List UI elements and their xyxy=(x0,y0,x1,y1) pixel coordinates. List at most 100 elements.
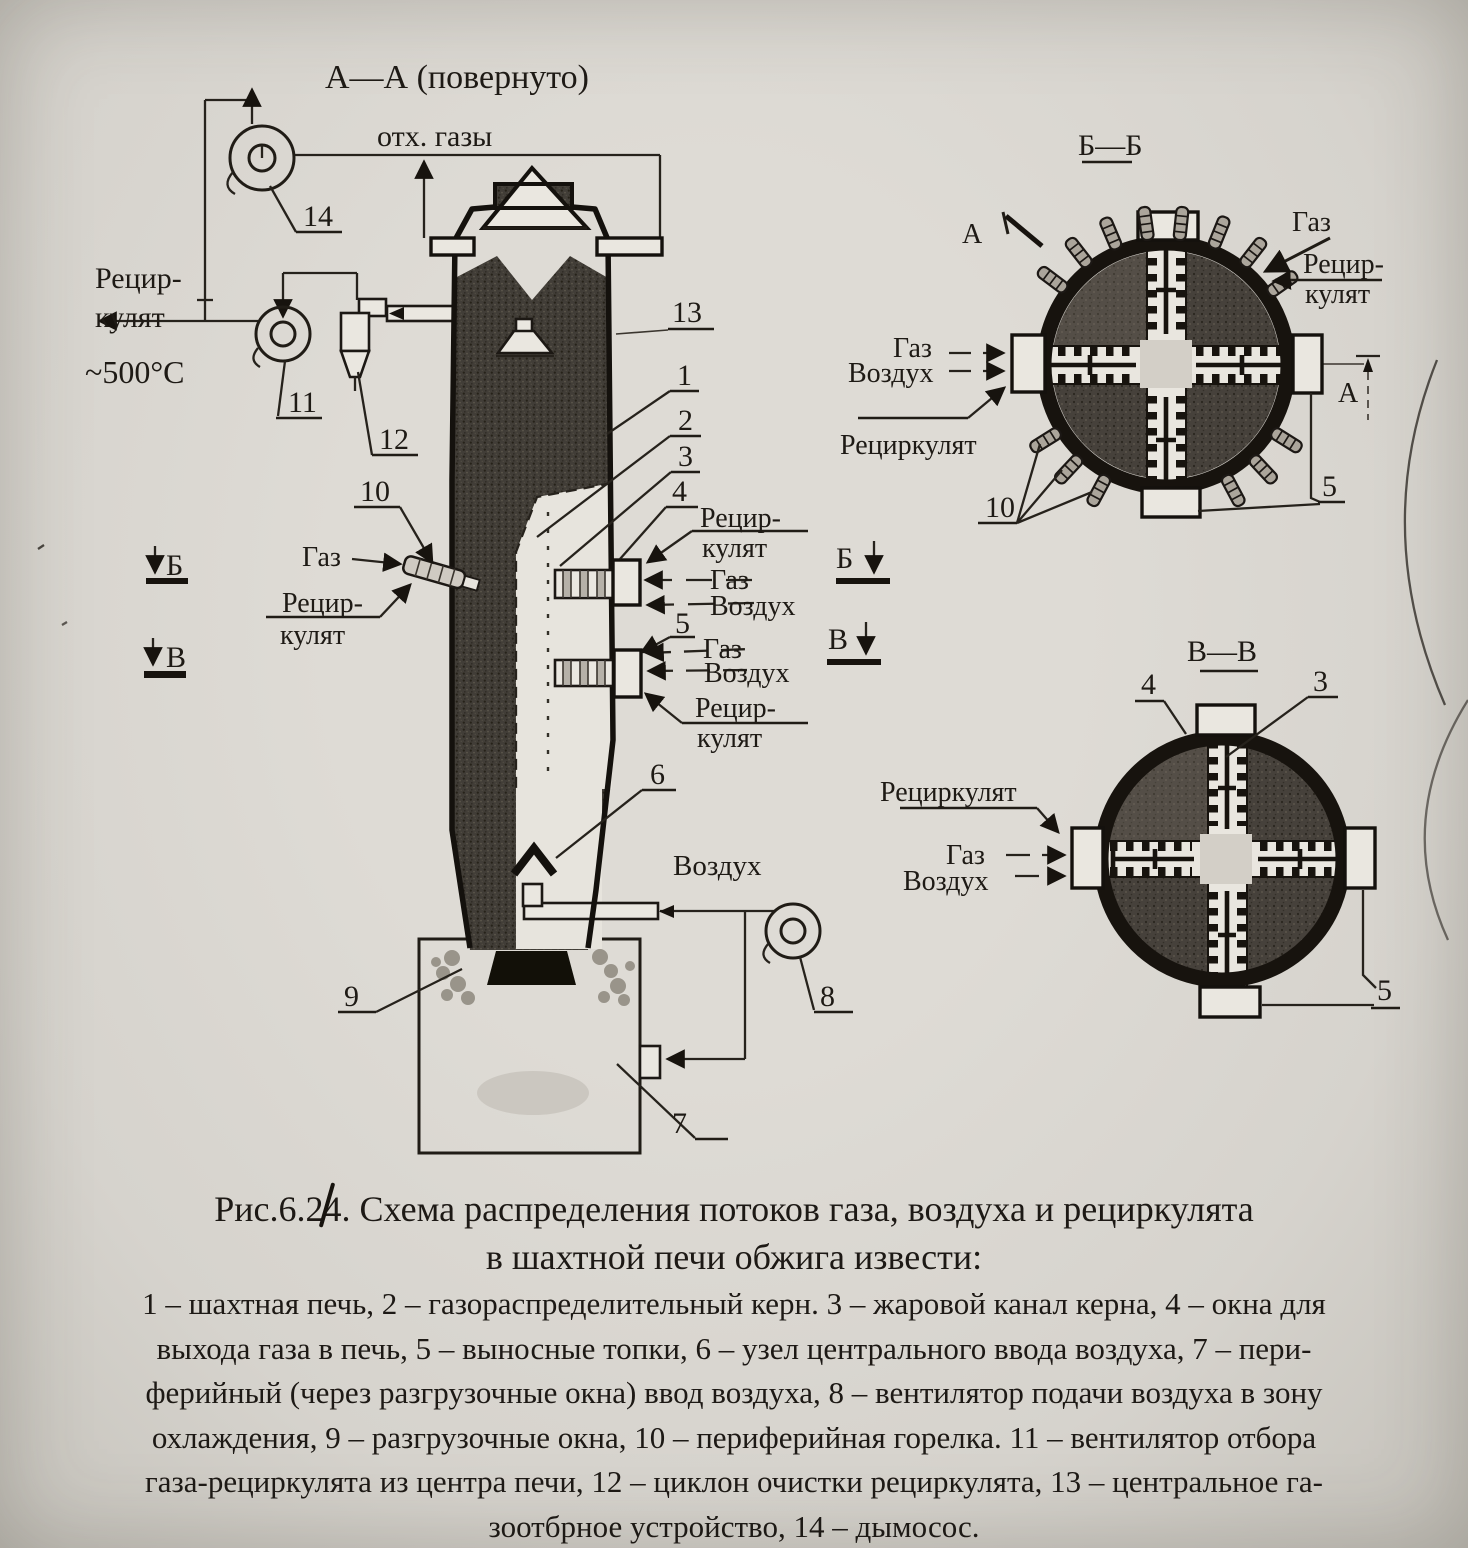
legend-line: газа-рециркулята из центра печи, 12 – ци… xyxy=(145,1464,1323,1499)
label-gas-vv: Газ xyxy=(946,840,985,871)
bin-material-smudge xyxy=(477,1071,589,1115)
callout-3-vv: 3 xyxy=(1313,665,1328,698)
label-recirculate-vv: Рециркулят xyxy=(880,777,1017,808)
callout-10: 10 xyxy=(360,475,390,508)
vv-firebox-left xyxy=(1070,826,1105,890)
figure-number-struck-digit: 4 xyxy=(323,1189,342,1229)
air-supply-lines xyxy=(638,909,776,1080)
kiln-throat xyxy=(493,182,574,210)
cyclone-12-icon xyxy=(339,297,388,391)
legend-line: охлаждения, 9 – разгрузочные окна, 10 – … xyxy=(151,1419,1317,1455)
label-air-bb-left: Воздух xyxy=(848,358,933,389)
figure-caption-line1: Рис.6.24. Схема распределения потоков га… xyxy=(0,1188,1468,1230)
figure-legend: 1 – шахтная печь, 2 – газораспределитель… xyxy=(28,1282,1440,1548)
cut-mark-b-left: Б xyxy=(166,549,183,582)
vv-leaders xyxy=(900,695,1400,1010)
gas-distribution-core xyxy=(516,483,612,789)
section-title-bb: Б—Б xyxy=(1078,129,1142,162)
view-title-aa: А—А (повернуто) xyxy=(325,59,589,96)
callout-3: 3 xyxy=(678,440,693,473)
upper-firebox xyxy=(553,558,642,607)
label-recirc-firebox1-2: кулят xyxy=(702,533,767,564)
callout-2: 2 xyxy=(678,404,693,437)
callout-5-main: 5 xyxy=(675,607,690,640)
label-gas-firebox2: Газ xyxy=(703,634,742,665)
right-offgas-nozzle xyxy=(595,236,664,257)
lower-firebox xyxy=(553,648,643,699)
cut-mark-a-topleft: А xyxy=(962,219,983,250)
main-elevation-view xyxy=(97,87,890,1155)
figure-caption-line2: в шахтной печи обжига извести: xyxy=(485,1237,983,1277)
callout-6: 6 xyxy=(650,758,665,791)
section-title-vv: В—В xyxy=(1187,635,1257,668)
fan-8-icon xyxy=(762,902,822,964)
fan-11-icon xyxy=(252,305,312,368)
label-recirculate-bb: Рециркулят xyxy=(840,430,977,461)
fan-14-icon xyxy=(226,124,296,195)
label-recirc-firebox1-1: Рецир- xyxy=(700,503,781,534)
vv-firebox-right xyxy=(1343,826,1377,890)
callout-14: 14 xyxy=(303,200,333,233)
cut-mark-b-right: Б xyxy=(836,542,853,575)
callout-8: 8 xyxy=(820,980,835,1013)
legend-line: 1 – шахтная печь, 2 – газораспределитель… xyxy=(142,1286,1326,1321)
label-recirculate-burner-2: кулят xyxy=(280,620,345,651)
section-cut-marks xyxy=(143,541,890,678)
exhaust-duct xyxy=(197,87,662,321)
discharge-spray xyxy=(431,949,635,1006)
callout-7: 7 xyxy=(672,1107,687,1140)
callout-5-vv: 5 xyxy=(1377,974,1392,1007)
shaft-kiln xyxy=(402,164,674,1006)
figure-number-prefix: Рис.6.2 xyxy=(214,1189,324,1229)
callout-leaders xyxy=(266,230,853,1141)
callout-5-bb: 5 xyxy=(1322,470,1337,503)
leader-12 xyxy=(356,371,374,456)
label-recirculate-left-1: Рецир- xyxy=(95,262,182,295)
label-recirc-bb-2: кулят xyxy=(1305,279,1370,310)
discharge-throat xyxy=(487,951,576,985)
label-recirc-firebox2-1: Рецир- xyxy=(695,693,776,724)
label-air-vv: Воздух xyxy=(903,866,988,897)
bb-firebox-left xyxy=(1010,333,1047,394)
label-recirc-firebox2-2: кулят xyxy=(697,723,762,754)
bb-leaders xyxy=(858,211,1382,525)
central-gas-offtake-device xyxy=(495,317,555,358)
callout-4-vv: 4 xyxy=(1141,668,1156,701)
label-gas-bb-left: Газ xyxy=(893,333,932,364)
section-view-bb xyxy=(858,205,1382,525)
legend-line: выхода газа в печь, 5 – выносные топки, … xyxy=(156,1330,1312,1366)
label-temperature: ~500°C xyxy=(85,354,184,390)
callout-12: 12 xyxy=(379,423,409,456)
callout-13: 13 xyxy=(672,296,702,329)
leader-8 xyxy=(798,956,816,1011)
callout-4: 4 xyxy=(672,475,687,508)
callout-11: 11 xyxy=(288,386,317,419)
section-view-vv xyxy=(900,695,1400,1019)
leader-14 xyxy=(268,185,298,233)
cut-mark-a-right: А xyxy=(1338,378,1359,409)
label-air-firebox2: Воздух xyxy=(704,658,789,689)
leader-11 xyxy=(276,360,287,417)
label-gas-bb-topright: Газ xyxy=(1292,207,1331,238)
legend-line: зоотбрное устройство, 14 – дымосос. xyxy=(488,1508,980,1544)
vv-center-core xyxy=(1200,834,1252,884)
legend-line: ферийный (через разгрузочные окна) ввод … xyxy=(145,1375,1323,1410)
bb-firebox-bottom xyxy=(1140,486,1202,519)
left-offgas-nozzle xyxy=(429,236,476,257)
callout-10-bb: 10 xyxy=(985,491,1015,524)
vv-firebox-top xyxy=(1195,703,1257,737)
label-air-bottom: Воздух xyxy=(673,850,762,882)
label-recirculate-left-2: кулят xyxy=(95,301,165,334)
cut-mark-v-right: В xyxy=(828,623,848,656)
label-recirc-bb-1: Рецир- xyxy=(1303,249,1384,280)
label-gas-firebox1: Газ xyxy=(710,565,749,596)
label-gas-left: Газ xyxy=(302,542,341,573)
vv-firebox-bottom xyxy=(1198,985,1262,1019)
label-air-firebox1: Воздух xyxy=(710,591,795,622)
bb-firebox-right xyxy=(1291,333,1324,395)
scan-artifacts xyxy=(37,359,1468,941)
figure-caption-rest: . Схема распределения потоков газа, возд… xyxy=(341,1189,1254,1229)
recirculate-line xyxy=(97,271,359,331)
